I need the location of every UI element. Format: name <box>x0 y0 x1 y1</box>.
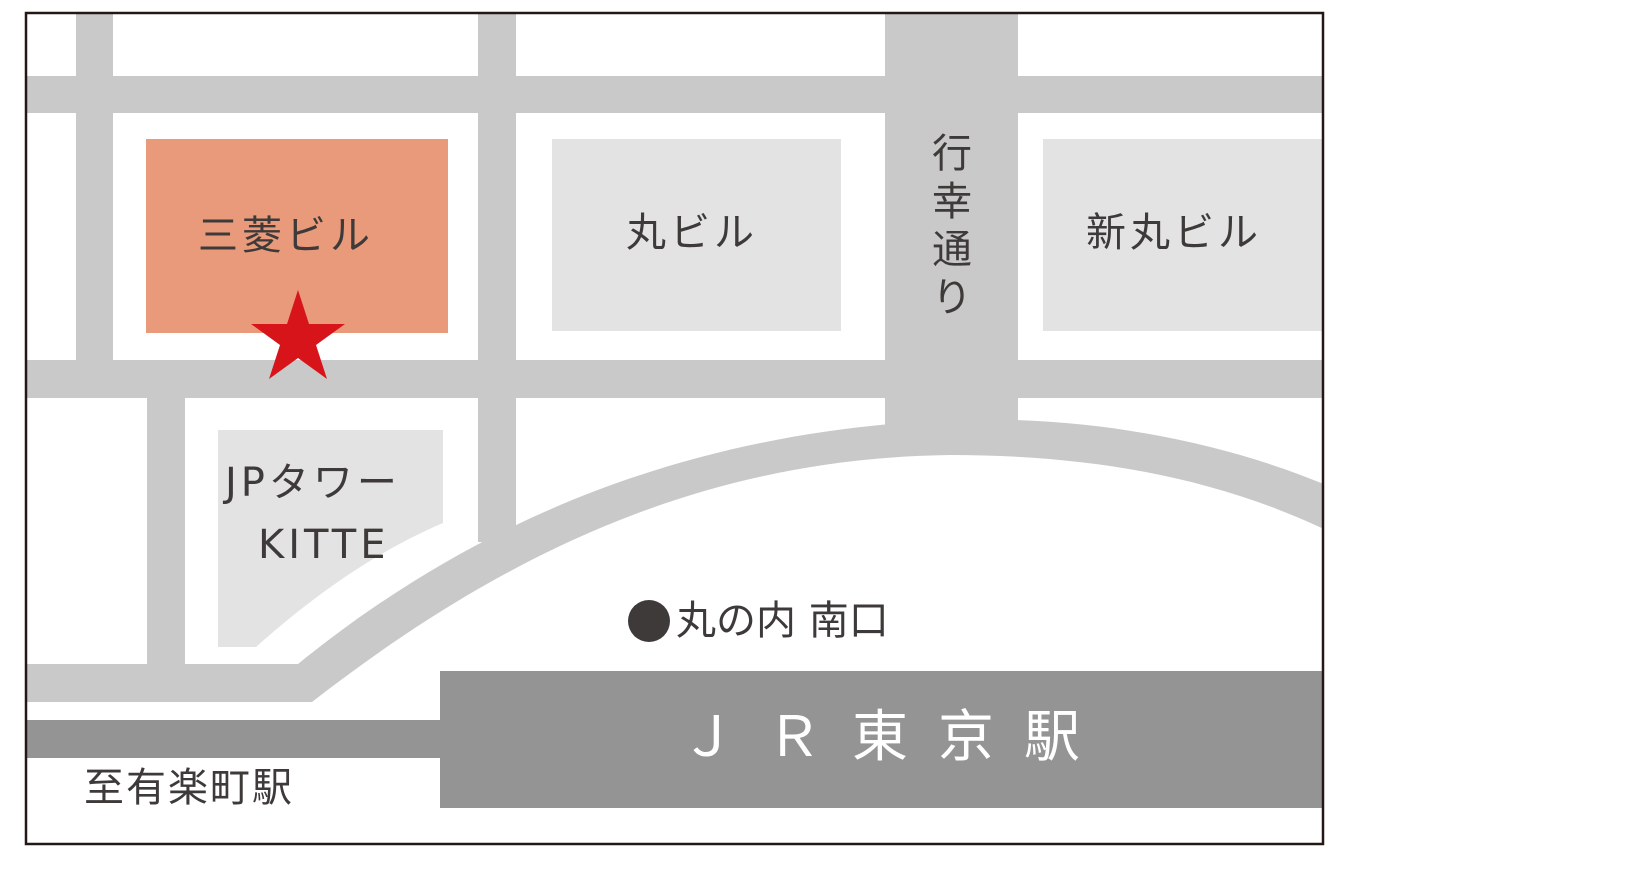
destination-label: 至有楽町駅 <box>84 765 294 811</box>
building-marubiru <box>552 139 841 331</box>
building-label-shin-marubiru: 新丸ビル <box>1086 210 1262 256</box>
building-jp-tower <box>218 430 443 647</box>
road-center-vertical <box>478 13 516 542</box>
exit-dot-icon <box>628 600 670 642</box>
road-lower-left-vertical <box>147 398 185 668</box>
road-left-vertical <box>76 13 113 360</box>
exit-label: 丸の内 南口 <box>676 598 889 644</box>
map-frame <box>24 11 1325 846</box>
building-label-jp-tower: JPタワー <box>225 460 401 506</box>
building-label-kitte: KITTE <box>258 522 390 568</box>
roads <box>27 13 1323 702</box>
building-label-marubiru: 丸ビル <box>626 210 758 256</box>
road-gyoko-dori <box>885 13 1018 452</box>
road-curve <box>27 419 1323 702</box>
station-building <box>440 671 1323 808</box>
building-shin-marubiru <box>1043 139 1323 331</box>
station-label: ＪＲ東京駅 <box>680 705 1110 770</box>
rail-line <box>27 720 442 758</box>
road-middle <box>27 360 1323 398</box>
road-top <box>27 76 1323 113</box>
star-icon <box>251 290 345 379</box>
building-label-mitsubishi: 三菱ビル <box>198 213 374 259</box>
exit-marunouchi-south: 丸の内 南口 <box>628 600 889 642</box>
street-label-gyoko-dori: 行幸通り <box>932 131 972 321</box>
